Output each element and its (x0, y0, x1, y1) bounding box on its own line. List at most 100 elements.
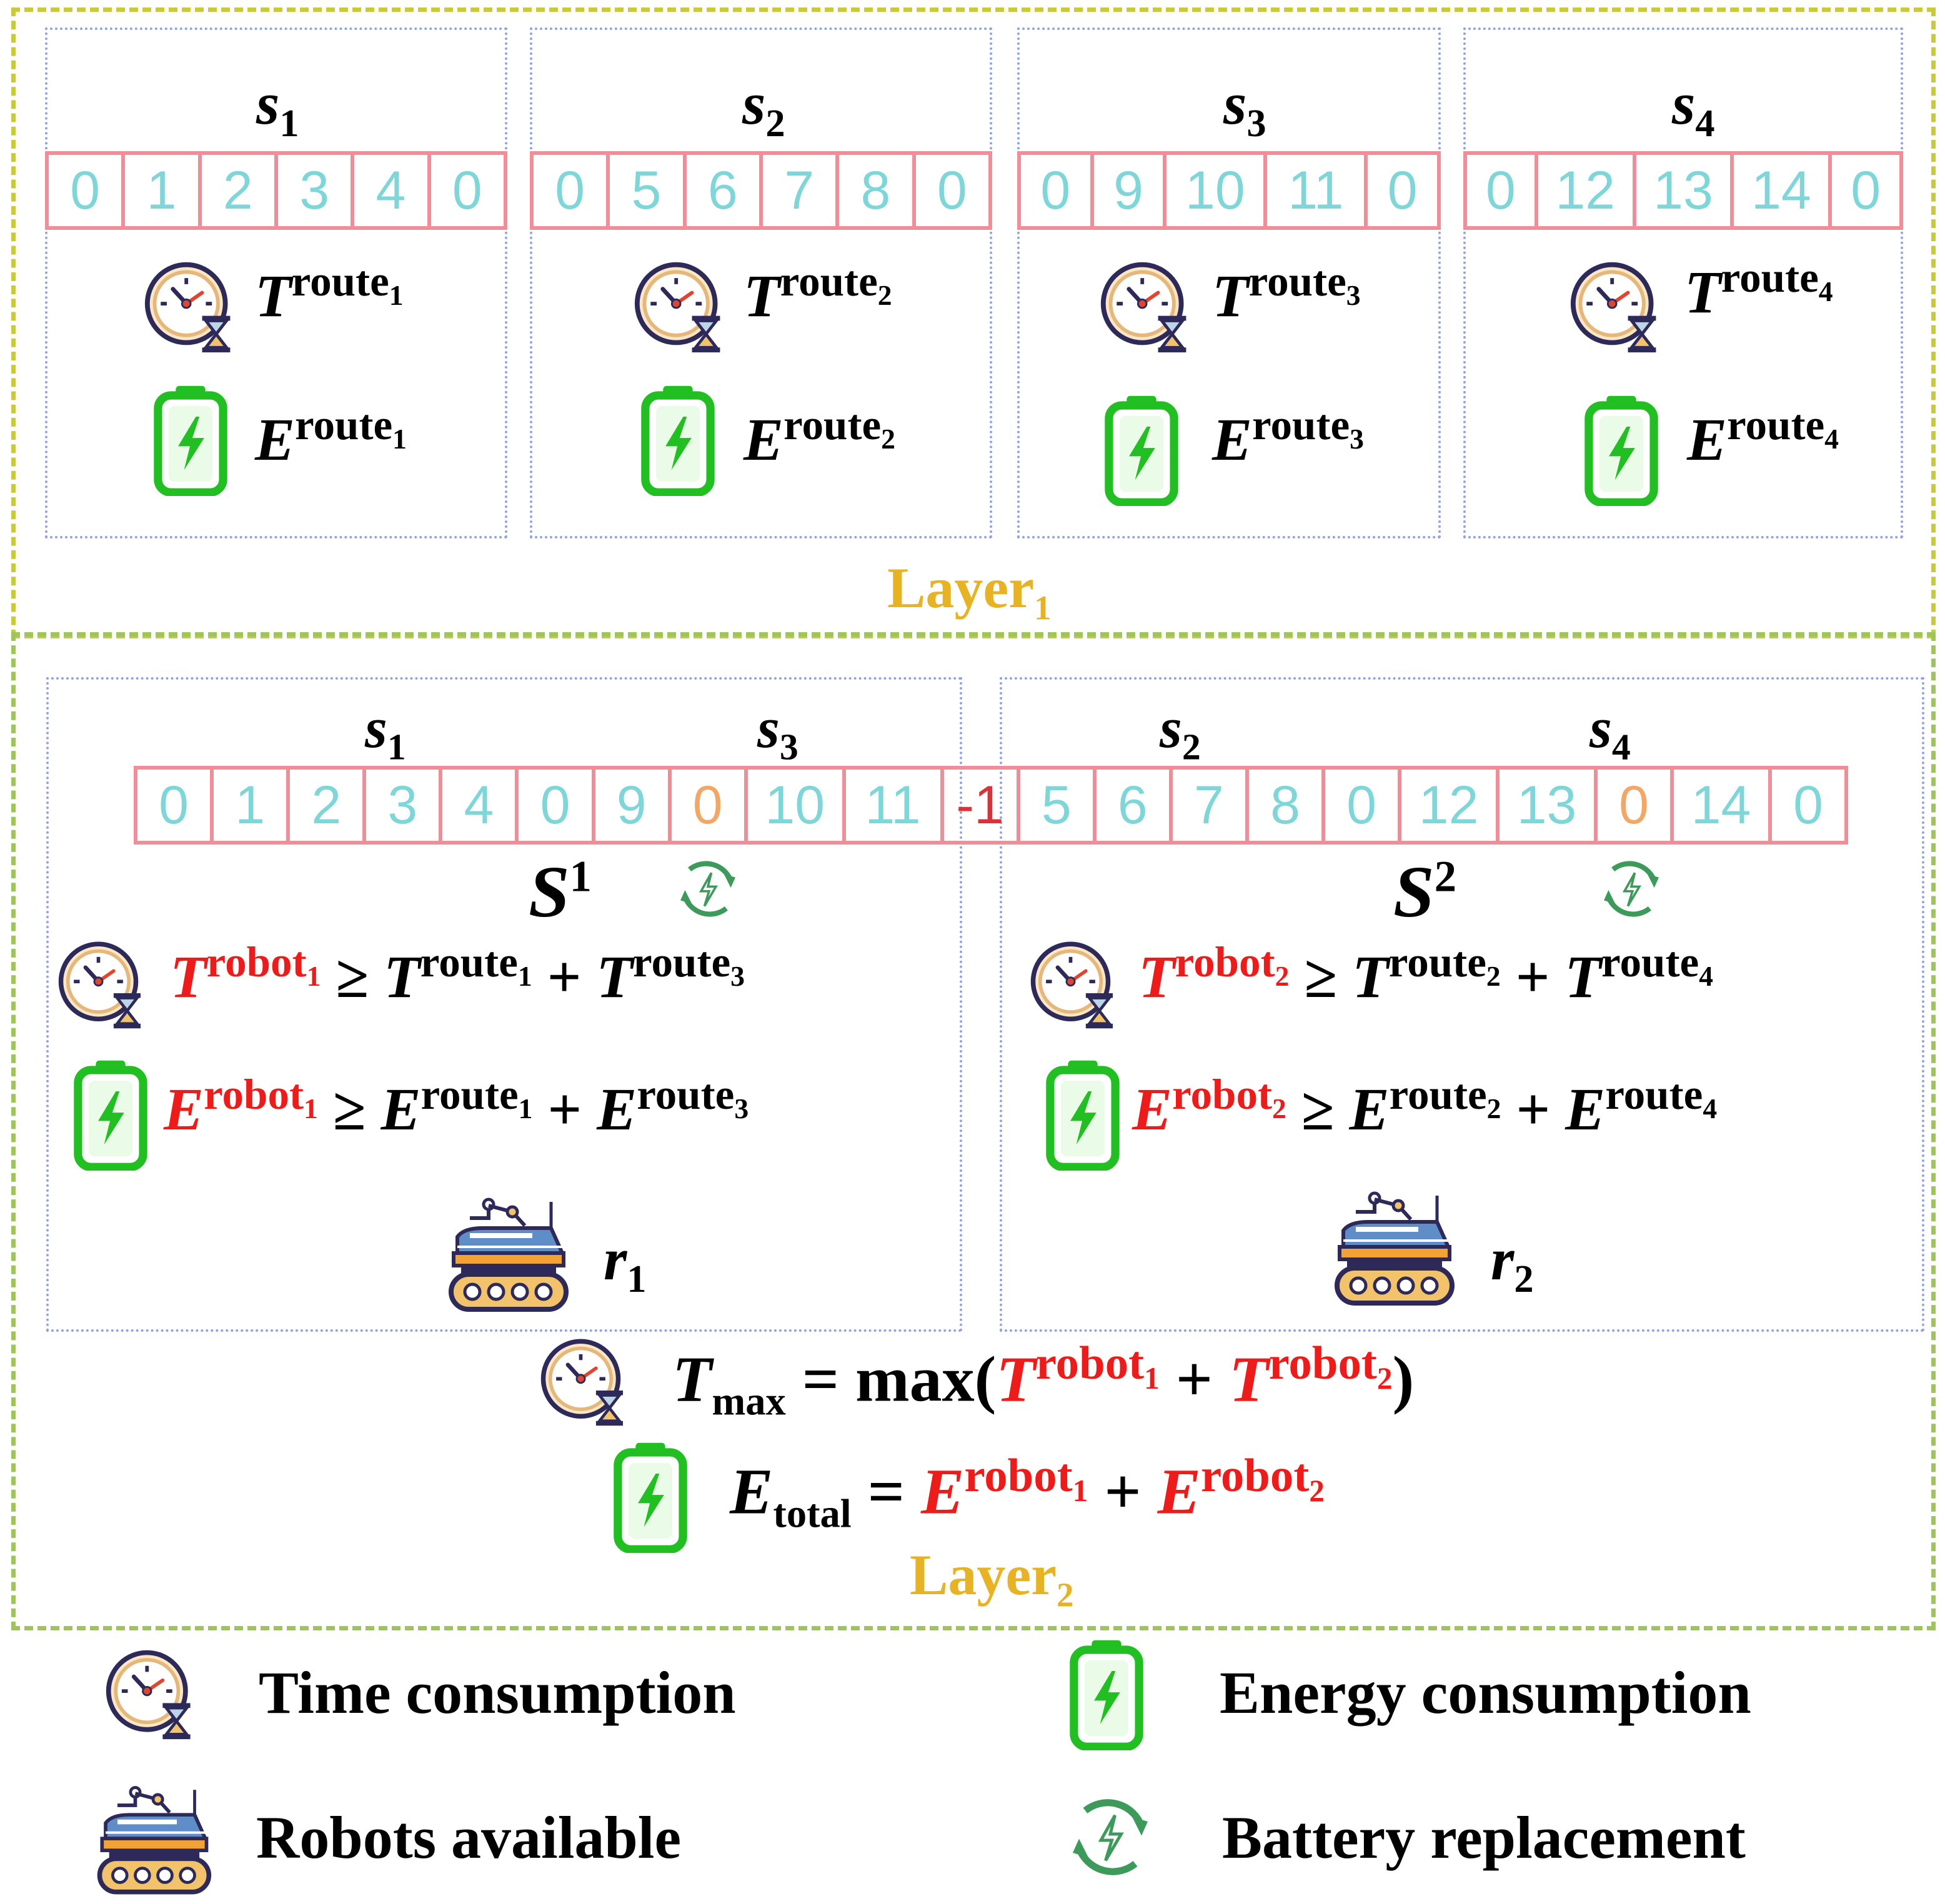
route-cell: 4 (442, 770, 519, 841)
route-cell: 6 (1097, 770, 1173, 841)
layer2-frame (11, 632, 1936, 1630)
route-array-3: 0 9 10 11 0 (1017, 151, 1441, 230)
clock-icon (104, 1645, 200, 1742)
route-cell: 0 (1387, 160, 1418, 221)
route-cell: 6 (687, 155, 763, 226)
battery-swap-cell: 0 (1598, 770, 1674, 841)
robot-label-r2: r2 (1491, 1226, 1534, 1301)
route-cell: 14 (1734, 155, 1833, 226)
etotal-equation: Etotal = Erobot1 + Erobot2 (730, 1450, 1325, 1536)
clock-icon (539, 1334, 632, 1428)
layer2-label: Layer2 (910, 1543, 1074, 1614)
segment-label-s4: s4 (1672, 70, 1715, 146)
route-cell: 3 (366, 770, 443, 841)
clock-icon (56, 937, 150, 1031)
robot2-energy-constraint: Erobot2 ≥ Eroute2 + Eroute4 (1132, 1070, 1718, 1143)
route-cell: 2 (202, 155, 278, 226)
route-cell: 0 (1793, 775, 1823, 835)
route-cell: 0 (1325, 770, 1402, 841)
route-cell: 9 (1094, 155, 1167, 226)
route-cell: 12 (1538, 155, 1636, 226)
segment-label-s2: s2 (1160, 696, 1201, 768)
time-route-1: Troute1 (255, 257, 404, 329)
route-cell: 0 (49, 155, 126, 226)
route-cell: 0 (137, 770, 214, 841)
route-cell: 13 (1500, 770, 1598, 841)
solution-panel-2 (1000, 677, 1924, 1332)
route-array-2: 0 5 6 7 8 0 (530, 151, 992, 230)
battery-icon (1066, 1638, 1147, 1750)
layer1-panel-2 (530, 27, 992, 538)
route-cell: 0 (452, 160, 482, 221)
solution-panel-1 (46, 677, 962, 1332)
layer1-panel-1 (45, 27, 507, 538)
clock-icon (1568, 257, 1666, 355)
battery-icon (70, 1058, 151, 1171)
route-array-1: 0 1 2 3 4 0 (45, 151, 507, 230)
segment-label-s3: s3 (1223, 70, 1266, 146)
robot-icon (1331, 1187, 1456, 1312)
segment-label-s4: s4 (1589, 696, 1631, 768)
route-cell: 11 (846, 770, 944, 841)
segment-label-s1: s1 (365, 696, 406, 768)
layer1-panel-3 (1017, 27, 1441, 538)
clock-icon (632, 257, 730, 355)
route-cell: 10 (748, 770, 846, 841)
segment-label-s3: s3 (757, 696, 798, 768)
solution-label-1: S1 (529, 851, 592, 933)
route-cell: 1 (214, 770, 291, 841)
energy-route-3: Eroute3 (1212, 400, 1364, 473)
legend-time-consumption: Time consumption (259, 1659, 736, 1726)
route-cell: 2 (290, 770, 367, 841)
time-route-4: Troute4 (1684, 253, 1833, 325)
route-cell: 13 (1636, 155, 1734, 226)
robot1-energy-constraint: Erobot1 ≥ Eroute1 + Eroute3 (164, 1070, 749, 1143)
segment-label-s1: s1 (256, 70, 299, 146)
energy-route-1: Eroute1 (255, 400, 407, 473)
tmax-equation: Tmax = max(Trobot1 + Trobot2) (672, 1337, 1415, 1424)
route-cell: 1 (125, 155, 202, 226)
route-cell: 0 (1851, 160, 1881, 221)
battery-icon (150, 384, 231, 496)
battery-swap-icon (674, 855, 742, 923)
clock-icon (1098, 257, 1196, 355)
battery-icon (1042, 1058, 1123, 1171)
battery-swap-icon (1597, 855, 1666, 923)
energy-route-4: Eroute4 (1687, 400, 1839, 473)
route-cell: 5 (1020, 770, 1097, 841)
route-cell: 0 (937, 160, 967, 221)
route-cell: 12 (1401, 770, 1500, 841)
route-cell: 0 (534, 155, 610, 226)
route-cell: 0 (1467, 155, 1538, 226)
robot-label-r1: r1 (604, 1226, 647, 1301)
battery-icon (1101, 394, 1182, 506)
segment-label-s2: s2 (742, 70, 785, 146)
legend-robots-available: Robots available (256, 1804, 682, 1871)
robot1-time-constraint: Trobot1 ≥ Troute1 + Troute3 (170, 938, 745, 1010)
time-route-2: Troute2 (744, 257, 892, 329)
route-cell: 7 (763, 155, 840, 226)
route-array-4: 0 12 13 14 0 (1463, 151, 1903, 230)
battery-icon (1581, 394, 1662, 506)
combined-route-array: 0 1 2 3 4 0 9 0 10 11 -1 5 6 7 8 0 12 13… (134, 766, 1848, 845)
solution-label-2: S2 (1393, 851, 1457, 933)
battery-swap-cell: 0 (672, 770, 748, 841)
route-cell: 5 (610, 155, 687, 226)
layer1-label: Layer1 (887, 556, 1052, 627)
route-cell: 0 (519, 770, 595, 841)
layer1-panel-4 (1463, 27, 1903, 538)
route-cell: 10 (1167, 155, 1268, 226)
battery-icon (610, 1440, 691, 1553)
route-cell: 8 (1249, 770, 1326, 841)
battery-icon (637, 384, 719, 496)
clock-icon (142, 257, 240, 355)
robot-separator-cell: -1 (944, 770, 1020, 841)
route-cell: 3 (278, 155, 355, 226)
clock-icon (1028, 937, 1122, 1031)
route-cell: 8 (839, 155, 916, 226)
robot2-time-constraint: Trobot2 ≥ Troute2 + Troute4 (1138, 938, 1713, 1010)
route-cell: 11 (1267, 155, 1368, 226)
route-cell: 9 (595, 770, 672, 841)
route-cell: 0 (1021, 155, 1094, 226)
route-cell: 14 (1674, 770, 1773, 841)
